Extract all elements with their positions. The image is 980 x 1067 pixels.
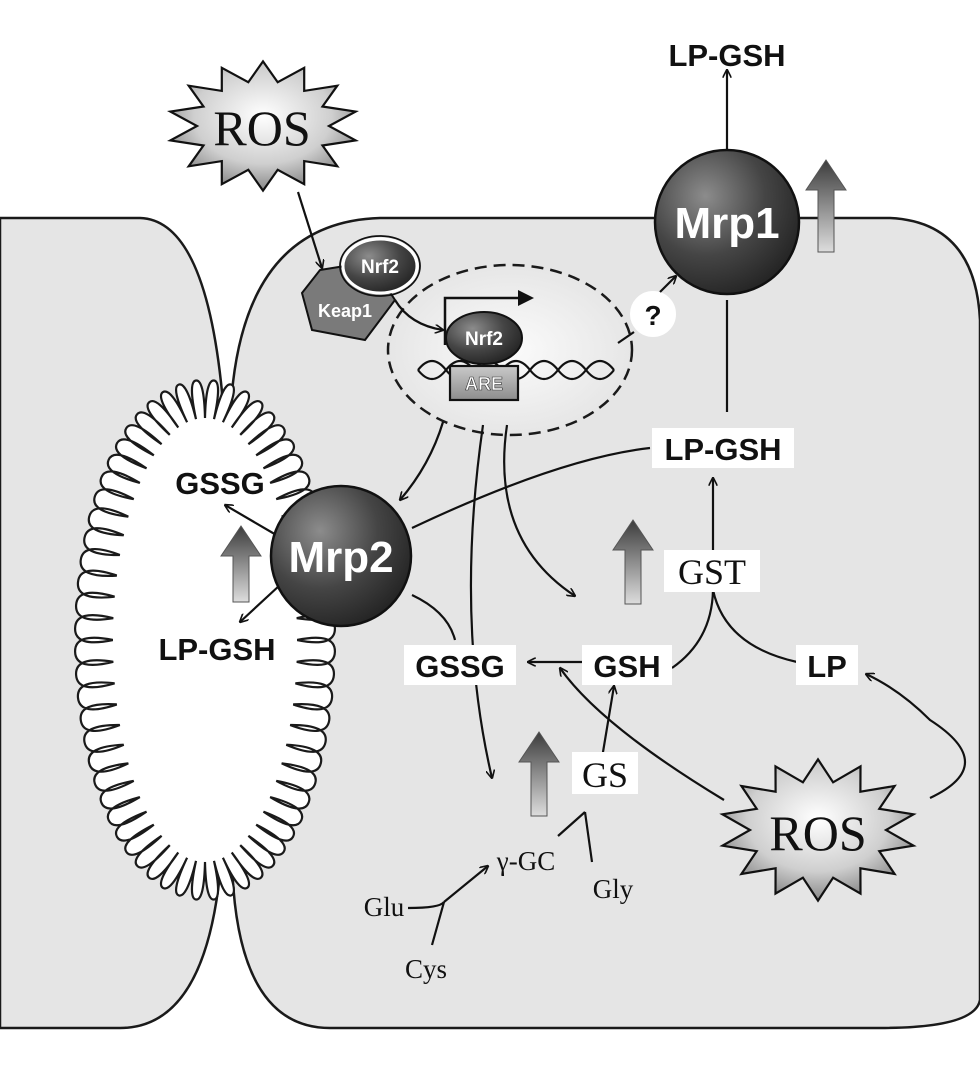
nrf2-nuclear-label: Nrf2 <box>465 329 503 350</box>
question-label: ? <box>644 300 661 331</box>
arrows <box>225 70 967 946</box>
lp-gsh-cell-label: LP-GSH <box>664 432 781 467</box>
gly-label: Gly <box>593 874 634 904</box>
line-lp-to-gst <box>711 589 798 664</box>
arrow-nucleus-to-mrp2 <box>400 421 445 500</box>
gssg-cell-label: GSSG <box>415 649 505 684</box>
are-label: ARE <box>465 374 503 394</box>
nrf2-nuclear <box>445 311 523 365</box>
arrow-ros-to-gssg <box>560 668 725 801</box>
gsh-bg <box>582 645 672 685</box>
gssg-lumen-label: GSSG <box>175 466 265 501</box>
mrp2-sphere <box>269 484 413 628</box>
gsh-label: GSH <box>593 649 660 684</box>
gst-bg <box>664 550 760 592</box>
gs-bg <box>572 752 638 794</box>
keap1-label: Keap1 <box>318 301 372 321</box>
question-badge <box>630 291 676 337</box>
arrow-question-to-mrp1 <box>659 276 676 293</box>
ros-bottom-starburst <box>719 757 917 903</box>
arrow-mrp2-to-lpgsh-lumen <box>240 584 281 622</box>
mrp2-label: Mrp2 <box>288 533 393 582</box>
glu-label: Glu <box>364 892 405 922</box>
gst-label: GST <box>678 552 746 592</box>
arrow-nrf2-translocation <box>394 299 443 330</box>
up-arrow-mrp2 <box>220 525 262 603</box>
up-arrow-mrp1 <box>805 159 847 253</box>
nrf2-cytoplasm <box>341 237 419 295</box>
ros-bottom-label: ROS <box>769 805 866 861</box>
arrow-nucleus-to-gclc <box>469 424 492 778</box>
arrow-mrp2-to-gssg-lumen <box>225 505 279 537</box>
line-gssg-to-mrp2 <box>411 594 457 641</box>
arrow-nucleus-to-gsh <box>503 424 575 596</box>
arrow-to-ggc <box>443 866 488 903</box>
arrow-nucleus-to-question <box>617 331 635 344</box>
line-gly-to-gs <box>583 811 594 863</box>
ros-top-label: ROS <box>213 100 310 156</box>
cys-label: Cys <box>405 954 447 984</box>
gamma-gc-label: γ-GC <box>496 846 555 876</box>
line-cys-to-ggc <box>430 901 446 946</box>
mrp1-label: Mrp1 <box>674 199 779 248</box>
mrp1-sphere <box>653 148 801 296</box>
upregulation-arrows <box>220 159 847 817</box>
line-ggc-to-gs <box>557 811 586 837</box>
ros-top-starburst <box>167 59 359 193</box>
lp-gsh-lumen-label: LP-GSH <box>158 632 275 667</box>
lp-bg <box>796 645 858 685</box>
line-lpgsh-to-mrp2 <box>411 446 651 529</box>
arrow-ros-to-keap1 <box>296 191 322 268</box>
gssg-cell-bg <box>404 645 516 685</box>
up-arrow-gs <box>518 731 560 817</box>
gs-label: GS <box>582 755 628 795</box>
nrf2-cytoplasm-outline <box>339 235 421 297</box>
are-box <box>448 364 520 402</box>
nrf2-cytoplasm-label: Nrf2 <box>361 257 399 278</box>
bile-canaliculus <box>73 379 337 901</box>
canaliculus-lumen <box>113 418 297 862</box>
lp-gsh-exported-label: LP-GSH <box>668 38 785 73</box>
transcription-arrowhead <box>518 290 534 306</box>
arrow-ros-to-lp <box>866 674 967 799</box>
lp-gsh-cell-bg <box>652 428 794 468</box>
transcription-arrow <box>443 296 520 345</box>
up-arrow-gst <box>612 519 654 605</box>
lp-label: LP <box>807 649 847 684</box>
